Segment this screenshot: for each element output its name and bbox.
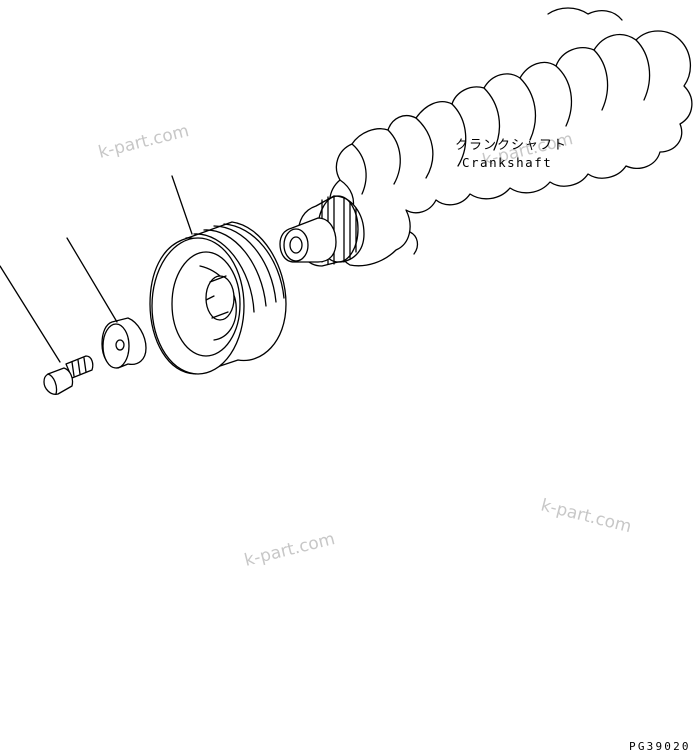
crankshaft-label-en: Crankshaft xyxy=(462,155,552,170)
leader-line-washer xyxy=(66,237,118,323)
crankshaft xyxy=(279,7,693,267)
leader-lines xyxy=(0,175,193,363)
watermark: k-part.com xyxy=(96,121,191,163)
bolt xyxy=(43,355,94,395)
washer xyxy=(101,317,147,369)
watermark: k-part.com xyxy=(242,529,337,571)
drawing-code: PG39020 xyxy=(629,740,691,753)
watermark: k-part.com xyxy=(539,495,634,537)
leader-line-bolt xyxy=(0,265,61,363)
leader-line-pulley xyxy=(171,175,193,235)
crankshaft-pulley xyxy=(149,221,287,375)
part-labels: クランクシャフト Crankshaft xyxy=(455,138,567,170)
crankshaft-label-jp: クランクシャフト xyxy=(455,138,567,153)
